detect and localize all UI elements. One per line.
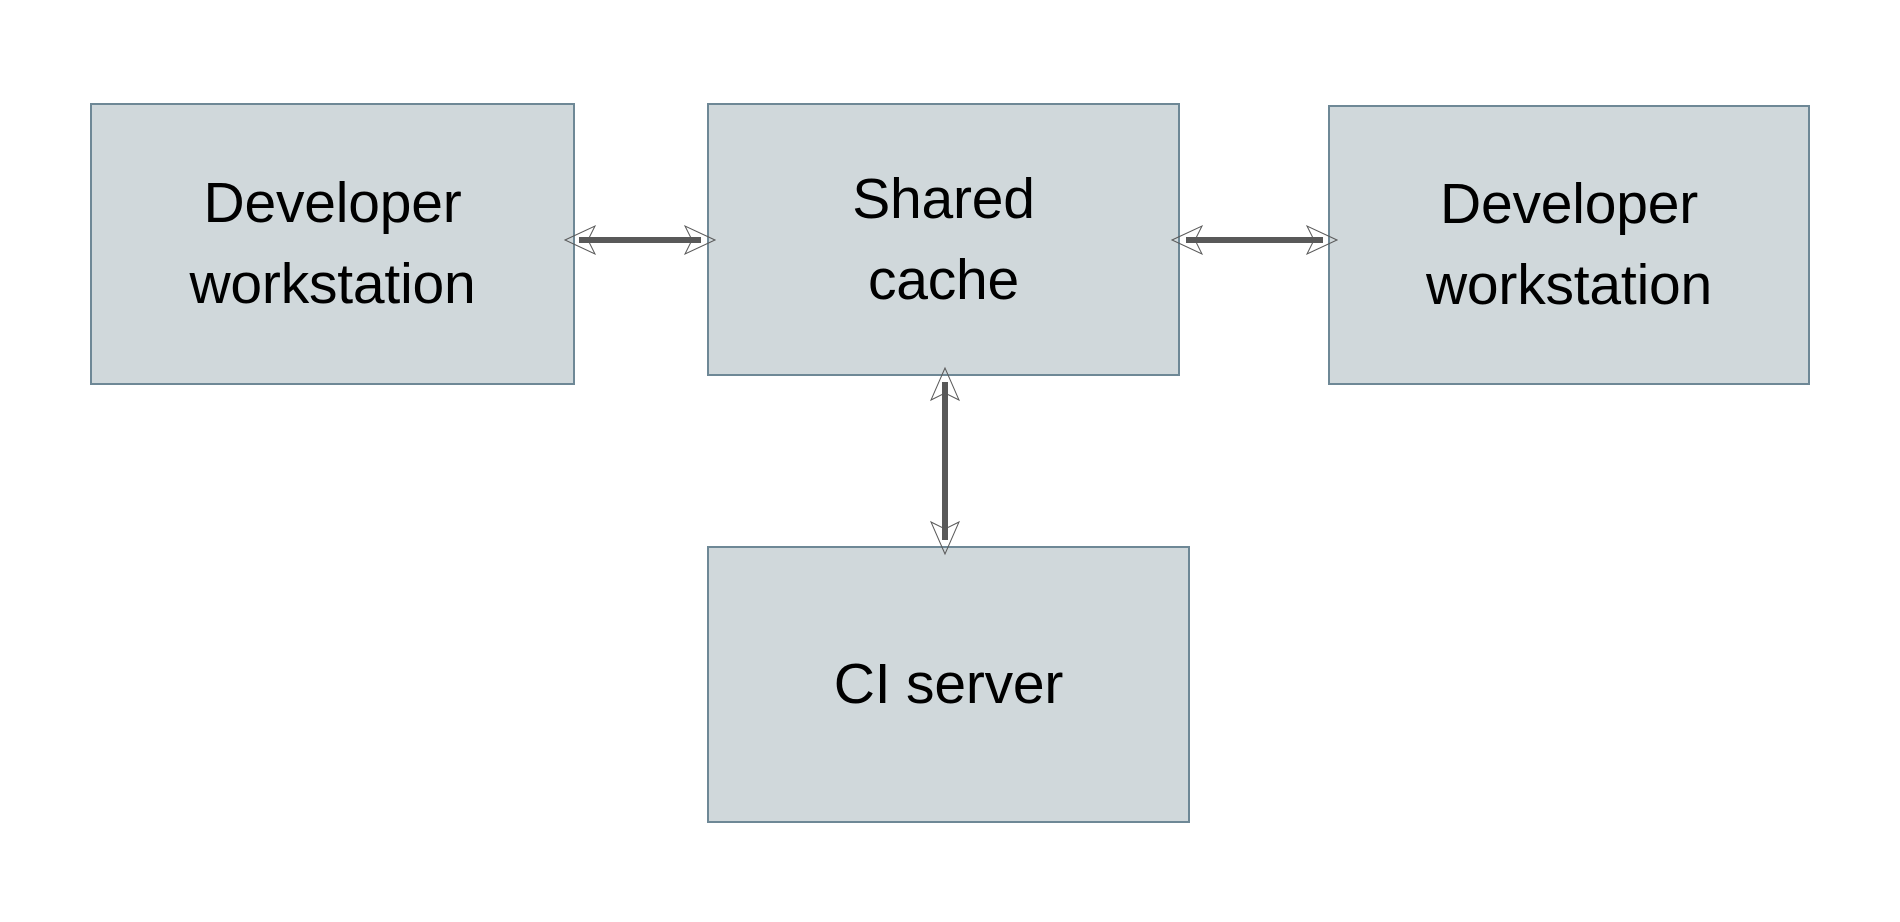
edge-shared-cache-to-ci-server[interactable] — [910, 366, 980, 556]
node-label-developer-workstation-left: Developer workstation — [189, 171, 476, 316]
node-ci-server[interactable]: CI server — [707, 546, 1190, 823]
node-developer-workstation-right[interactable]: Developer workstation — [1328, 105, 1810, 385]
edge-shared-cache-to-developer-right[interactable] — [1170, 205, 1339, 275]
node-label-shared-cache: Shared cache — [852, 166, 1035, 312]
arrowhead-left-icon — [1170, 224, 1204, 256]
node-developer-workstation-left[interactable]: Developer workstation — [90, 103, 575, 385]
arrowhead-up-icon — [929, 366, 961, 402]
arrowhead-left-icon — [563, 224, 597, 256]
arrowhead-down-icon — [929, 520, 961, 556]
arrowhead-right-icon — [1305, 224, 1339, 256]
node-label-ci-server: CI server — [833, 652, 1064, 717]
edge-developer-left-to-shared-cache[interactable] — [563, 205, 717, 275]
node-shared-cache[interactable]: Shared cache — [707, 103, 1180, 376]
node-label-developer-workstation-right: Developer workstation — [1425, 172, 1713, 317]
arrowhead-right-icon — [683, 224, 717, 256]
